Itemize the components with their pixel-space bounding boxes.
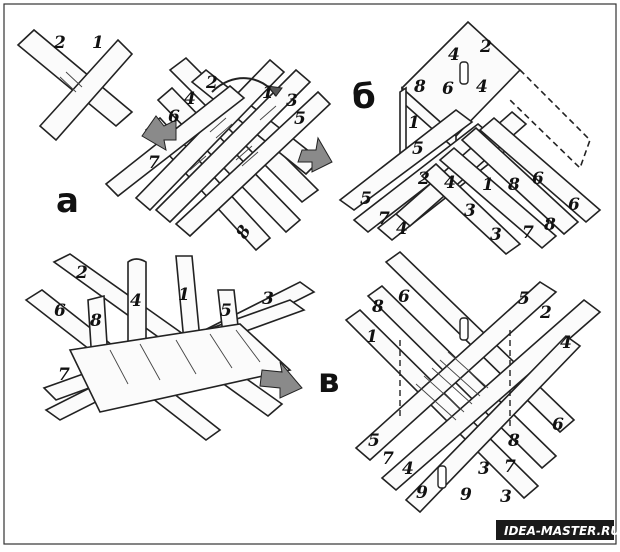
strip-label: 5 (412, 139, 424, 159)
strip-label: 1 (262, 83, 274, 103)
strip-label: 4 (560, 333, 572, 353)
strip-label: 4 (444, 173, 456, 193)
strip-label: 4 (402, 459, 414, 479)
strip-label: 2 (417, 169, 430, 189)
panel-v-weave: 8 6 1 5 2 4 5 7 4 9 9 3 3 7 8 6 (344, 250, 602, 514)
strip-label: 3 (262, 289, 274, 309)
strip-label: 8 (543, 215, 556, 235)
strip-label: 5 (368, 431, 380, 451)
strip-label: 1 (92, 33, 104, 53)
strip-label: 8 (89, 311, 102, 331)
strip-label: 4 (448, 45, 460, 65)
panel-a-weave: 2 1 3 4 5 6 7 8 (104, 56, 333, 252)
strip-label: 3 (490, 225, 502, 245)
panel-bottom-left-weave: 2 6 7 8 4 1 5 3 (24, 253, 316, 441)
strip-label: 9 (416, 483, 428, 503)
strip-label: 4 (130, 291, 142, 311)
panel-a-small-cross: 2 1 (16, 28, 134, 142)
strip-label: 7 (378, 209, 390, 229)
strip-label: 1 (482, 175, 494, 195)
strip-label: 1 (408, 113, 420, 133)
strip-label: 6 (532, 169, 544, 189)
strip-label: 2 (479, 37, 492, 57)
strip-label: 2 (205, 73, 218, 93)
panel-letter-v: в (318, 361, 340, 401)
strip-label: 8 (413, 77, 426, 97)
strip-label: 5 (360, 189, 372, 209)
strip-label: 6 (568, 195, 580, 215)
strip-label: 5 (518, 289, 530, 309)
strip-label: 3 (464, 201, 476, 221)
strip-label: 7 (148, 153, 160, 173)
strip-label: 5 (220, 301, 232, 321)
strip-label: 6 (54, 301, 66, 321)
panel-b-weave: 2 4 4 6 8 1 5 5 7 4 2 4 3 1 3 8 7 6 8 6 (338, 20, 602, 256)
strip-label: 8 (507, 175, 520, 195)
watermark-text: IDEA-MASTER.RU (504, 524, 620, 538)
strip-label: 9 (460, 485, 472, 505)
strip-label: 2 (53, 33, 66, 53)
strip-label: 6 (552, 415, 564, 435)
strip-label: 4 (476, 77, 488, 97)
strip-label: 5 (294, 109, 306, 129)
strip-label: 8 (371, 297, 384, 317)
strip-label: 6 (442, 79, 454, 99)
strip-label: 8 (507, 431, 520, 451)
strip-label: 7 (522, 223, 534, 243)
panel-letter-a: а (56, 181, 79, 221)
watermark: IDEA-MASTER.RU (496, 520, 620, 540)
strip-label: 6 (168, 107, 180, 127)
strip-label: 1 (178, 285, 190, 305)
strip-label: 3 (286, 91, 298, 111)
outer-border (3, 3, 617, 545)
strip-label: 3 (478, 459, 490, 479)
strip-label: 7 (504, 457, 516, 477)
panel-letter-b: б (352, 77, 376, 117)
strip-label: 7 (58, 365, 70, 385)
strip-label: 2 (75, 263, 88, 283)
strip-label: 4 (184, 89, 196, 109)
strip-label: 1 (366, 327, 378, 347)
strip-label: 3 (500, 487, 512, 507)
strip-label: 4 (396, 219, 408, 239)
strip-label: 2 (539, 303, 552, 323)
strip-label: 6 (398, 287, 410, 307)
strip-label: 7 (382, 449, 394, 469)
